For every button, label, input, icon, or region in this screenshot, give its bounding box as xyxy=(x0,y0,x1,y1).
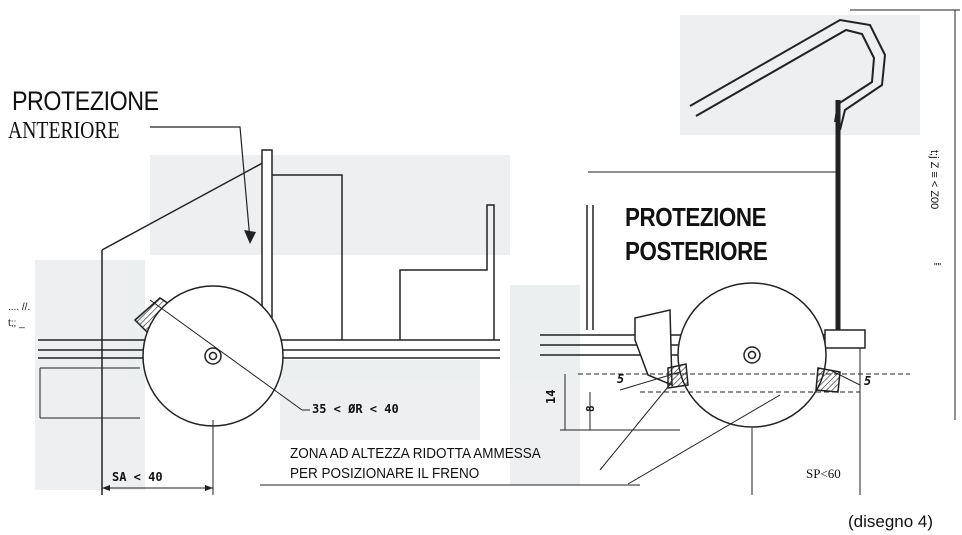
zone-note-line1: ZONA AD ALTEZZA RIDOTTA AMMESSA xyxy=(290,445,541,462)
zone-leaders xyxy=(260,381,781,486)
rear-vertical-dimension: t;j Z ≡ < Z00 xyxy=(928,150,940,210)
left-side-marks: .... //. t;; _ xyxy=(8,302,31,329)
front-protection-subtitle: ANTERIORE xyxy=(8,118,120,144)
front-vehicle xyxy=(38,126,500,495)
front-protection-title: PROTEZIONE xyxy=(12,86,159,116)
height-8-dimension: 8 xyxy=(584,405,597,412)
front-sa-dimension: SA < 40 xyxy=(112,470,163,484)
rear-protection-subtitle: POSTERIORE xyxy=(625,236,768,266)
rear-sp-dimension: SP<60 xyxy=(806,466,841,481)
drawing-caption: (disegno 4) xyxy=(848,512,934,531)
rear-protection-title: PROTEZIONE xyxy=(625,202,767,232)
angle-5-left: 5 xyxy=(617,372,625,386)
angle-5-right: 5 xyxy=(864,374,872,388)
rear-vertical-marks: "" xyxy=(934,262,942,273)
scan-shading xyxy=(35,15,920,490)
height-14-dimension: 14 xyxy=(544,389,558,404)
rear-vehicle xyxy=(540,9,960,495)
wheel-radius-dimension: 35 < ØR < 40 xyxy=(312,402,399,416)
zone-note-line2: PER POSIZIONARE IL FRENO xyxy=(290,465,480,482)
